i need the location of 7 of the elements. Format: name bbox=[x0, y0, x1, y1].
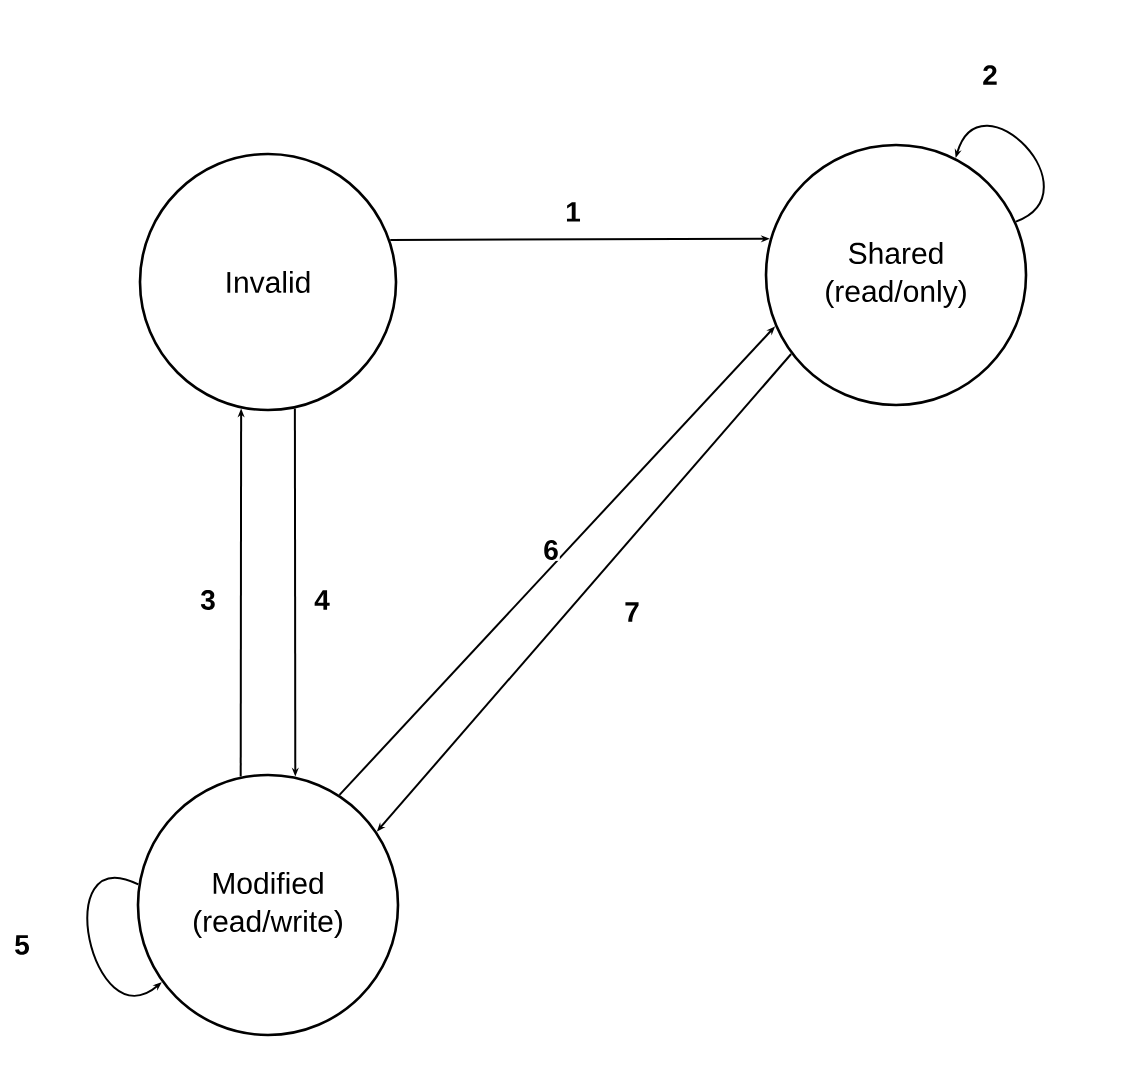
edge-label: 7 bbox=[623, 601, 641, 623]
edge-label: 5 bbox=[13, 934, 31, 956]
edge-label: 3 bbox=[199, 589, 217, 611]
edge-label: 6 bbox=[542, 539, 560, 561]
edge-label: 1 bbox=[564, 201, 582, 223]
edge-label: 2 bbox=[981, 64, 999, 86]
edge-label: 4 bbox=[313, 589, 331, 611]
